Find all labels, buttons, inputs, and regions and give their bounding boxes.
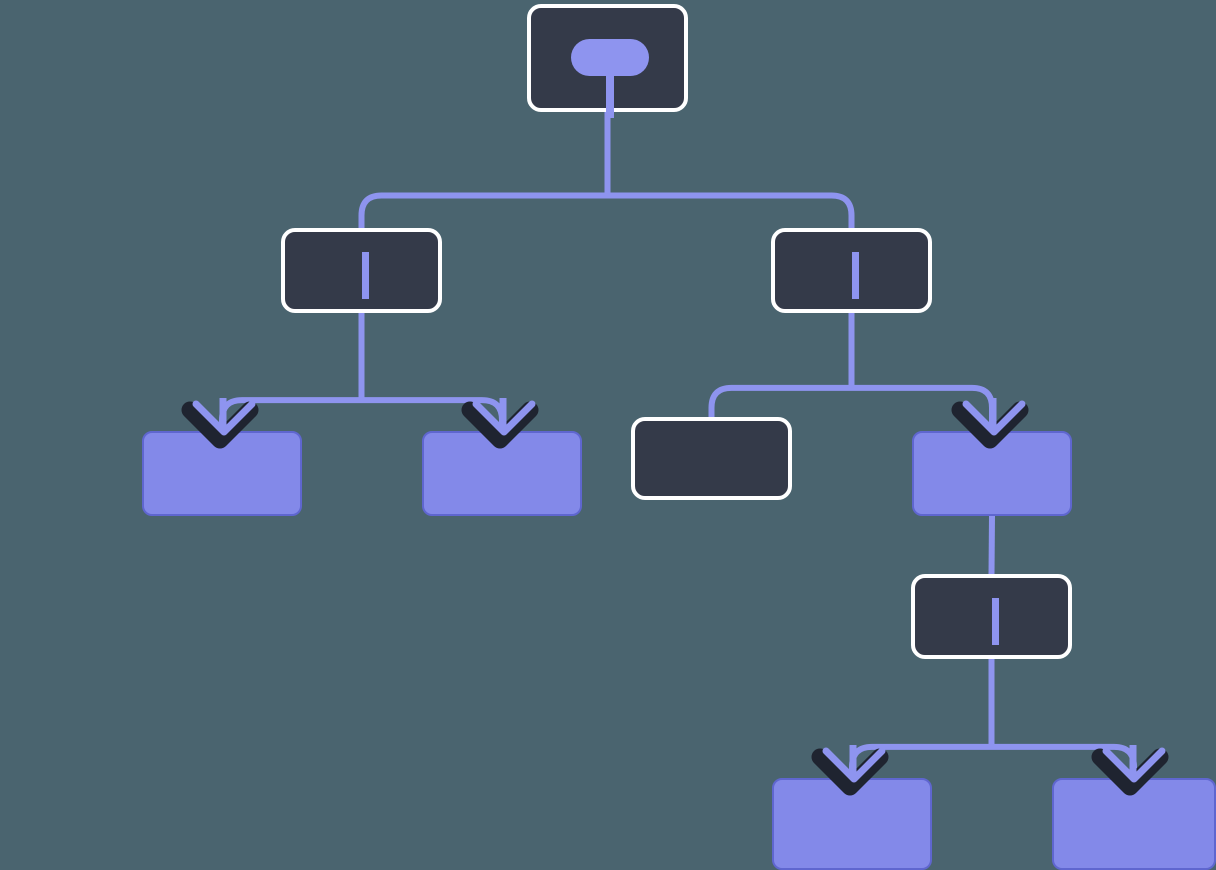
node-inner-accent-line	[852, 252, 859, 299]
leaf-node-1[interactable]	[142, 431, 302, 516]
level2-right-node[interactable]	[771, 228, 932, 313]
leaf-node-4[interactable]	[1052, 778, 1216, 870]
node-inner-accent-line	[362, 252, 369, 299]
level4-dark-node[interactable]	[911, 574, 1072, 659]
level3-leaf-node[interactable]	[912, 431, 1072, 516]
edge-leaf-to-level4	[988, 515, 995, 575]
edge-group-from-root	[358, 112, 855, 228]
node-inner-accent-line	[992, 598, 999, 645]
level3-dark-node[interactable]	[631, 417, 792, 500]
leaf-node-2[interactable]	[422, 431, 582, 516]
leaf-node-3[interactable]	[772, 778, 932, 870]
level2-left-node[interactable]	[281, 228, 442, 313]
root-node[interactable]	[527, 4, 688, 118]
root-pill-stem	[606, 74, 614, 118]
root-pill-shape	[571, 39, 649, 76]
